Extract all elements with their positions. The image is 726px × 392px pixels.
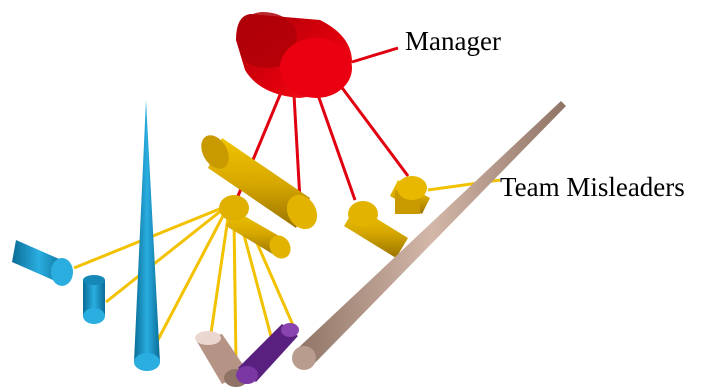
leader-left-upper-end: [286, 194, 318, 230]
member-taupe-cone-base: [292, 346, 316, 370]
red-connector: [292, 94, 302, 201]
member-blue-small-body: [83, 280, 105, 316]
gold-connector: [238, 219, 274, 341]
gold-connector: [105, 208, 223, 304]
gold-connector: [148, 213, 226, 356]
member-blue-short: [12, 240, 73, 286]
manager-label: Manager: [405, 26, 501, 56]
member-blue-small: [83, 275, 105, 324]
leader-right-lower-end: [348, 201, 378, 227]
leader-right-top-end: [397, 176, 427, 200]
member-blue-short-end: [51, 258, 73, 286]
member-taupe-short-cap: [195, 331, 221, 345]
member-taupe-cone-body: [296, 101, 566, 366]
member-purple-top: [281, 323, 299, 337]
gold-connector: [232, 219, 238, 361]
team-misleaders-label: Team Misleaders: [500, 172, 685, 202]
member-blue-cone-base: [134, 353, 160, 371]
leader-left-upper-cap: [201, 135, 229, 169]
red-connector: [338, 84, 410, 177]
leader-left-hub: [219, 195, 249, 221]
manager-cylinder-face: [280, 38, 352, 98]
member-blue-small-end: [83, 308, 105, 324]
member-blue-cone: [134, 100, 160, 371]
leader-cylinder-right: [344, 176, 430, 258]
leader-left-upper-body: [208, 138, 310, 228]
red-connector: [316, 94, 357, 201]
member-purple: [236, 323, 299, 384]
member-purple-end: [236, 366, 258, 384]
manager-cylinder: [236, 12, 352, 98]
leader-left-lower-end: [269, 235, 291, 259]
member-blue-cone-body: [134, 100, 160, 362]
member-taupe-cone: [292, 101, 566, 370]
leader-cylinder-left: [201, 135, 318, 259]
manager-label-leader: [351, 46, 399, 64]
manager-cylinder-top: [236, 12, 297, 68]
gold-connector: [208, 217, 230, 341]
member-blue-small-top: [83, 275, 105, 285]
